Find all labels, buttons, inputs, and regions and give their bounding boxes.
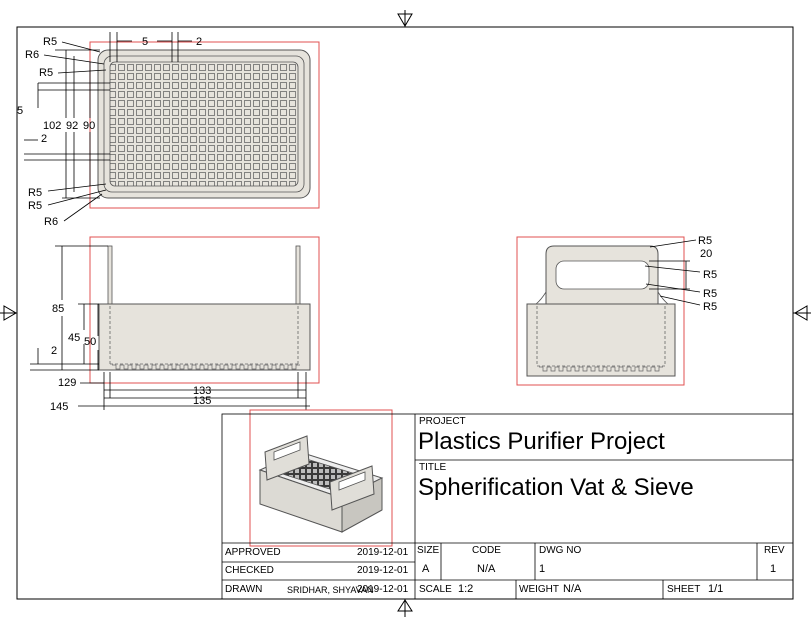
- top-dim-r5-d: R5: [28, 200, 42, 212]
- title-block-grid: [221, 413, 794, 600]
- project-name: Plastics Purifier Project: [418, 428, 665, 455]
- front-dim-45: 45: [68, 332, 80, 344]
- side-dim-r5-d: R5: [703, 301, 717, 313]
- dwg-no-label: DWG NO: [539, 545, 582, 556]
- front-dim-50: 50: [84, 336, 96, 348]
- scale-value: 1:2: [458, 583, 474, 595]
- size-label: SIZE: [417, 545, 440, 556]
- front-dim-135: 135: [193, 395, 211, 407]
- approved-label: APPROVED: [225, 547, 281, 558]
- checked-date: 2019-12-01: [357, 565, 409, 576]
- scale-label: SCALE: [419, 584, 452, 595]
- top-dim-r5-b: R5: [39, 67, 53, 79]
- drawn-date: 2019-12-01: [357, 584, 409, 595]
- size-value: A: [422, 563, 430, 575]
- front-view-dimension-lines: [30, 245, 310, 410]
- top-view-dimension-lines: [24, 32, 192, 222]
- front-view-selection: [89, 236, 320, 384]
- title-label: TITLE: [419, 462, 447, 473]
- drawn-by: SRIDHAR, SHYAVAN: [287, 585, 374, 595]
- top-dim-r6-b: R6: [44, 216, 58, 228]
- sheet-value: 1/1: [708, 583, 724, 595]
- front-dim-129: 129: [58, 377, 76, 389]
- dwg-no-value: 1: [539, 563, 546, 575]
- side-view-dimension-lines: [644, 239, 701, 306]
- rev-label: REV: [764, 545, 785, 556]
- top-dim-5-top: 5: [142, 36, 148, 48]
- top-dim-90: 90: [83, 120, 95, 132]
- centering-marks: [0, 10, 811, 617]
- side-view[interactable]: [516, 236, 685, 386]
- top-view[interactable]: [89, 41, 320, 209]
- side-dim-r5-c: R5: [703, 288, 717, 300]
- side-dim-r5-a: R5: [698, 235, 712, 247]
- top-dim-102: 102: [43, 120, 61, 132]
- side-dim-20: 20: [700, 248, 712, 260]
- top-view-selection: [89, 41, 320, 209]
- drawing-title: Spherification Vat & Sieve: [418, 474, 694, 501]
- approved-date: 2019-12-01: [357, 547, 409, 558]
- top-dim-r5-a: R5: [43, 36, 57, 48]
- code-value: N/A: [477, 563, 496, 575]
- project-label: PROJECT: [419, 416, 466, 427]
- front-dim-85: 85: [52, 303, 64, 315]
- front-dim-2: 2: [51, 345, 57, 357]
- drawn-label: DRAWN: [225, 584, 263, 595]
- top-dim-92: 92: [66, 120, 78, 132]
- front-dim-145: 145: [50, 401, 68, 413]
- checked-label: CHECKED: [225, 565, 274, 576]
- isometric-view[interactable]: [249, 409, 393, 547]
- top-dim-r5-c: R5: [28, 187, 42, 199]
- weight-label: WEIGHT: [519, 584, 559, 595]
- side-view-selection: [516, 236, 685, 386]
- side-dim-r5-b: R5: [703, 269, 717, 281]
- top-dim-2-left: 2: [41, 133, 47, 145]
- top-dim-r6-a: R6: [25, 49, 39, 61]
- weight-value: N/A: [563, 583, 582, 595]
- sheet-label: SHEET: [667, 584, 701, 595]
- top-dim-5-left: 5: [17, 105, 23, 117]
- front-view[interactable]: [89, 236, 320, 384]
- rev-value: 1: [770, 563, 777, 575]
- front-dim-133: 133: [193, 385, 211, 397]
- isometric-view-selection: [249, 409, 393, 547]
- top-dim-2-top: 2: [196, 36, 202, 48]
- code-label: CODE: [472, 545, 501, 556]
